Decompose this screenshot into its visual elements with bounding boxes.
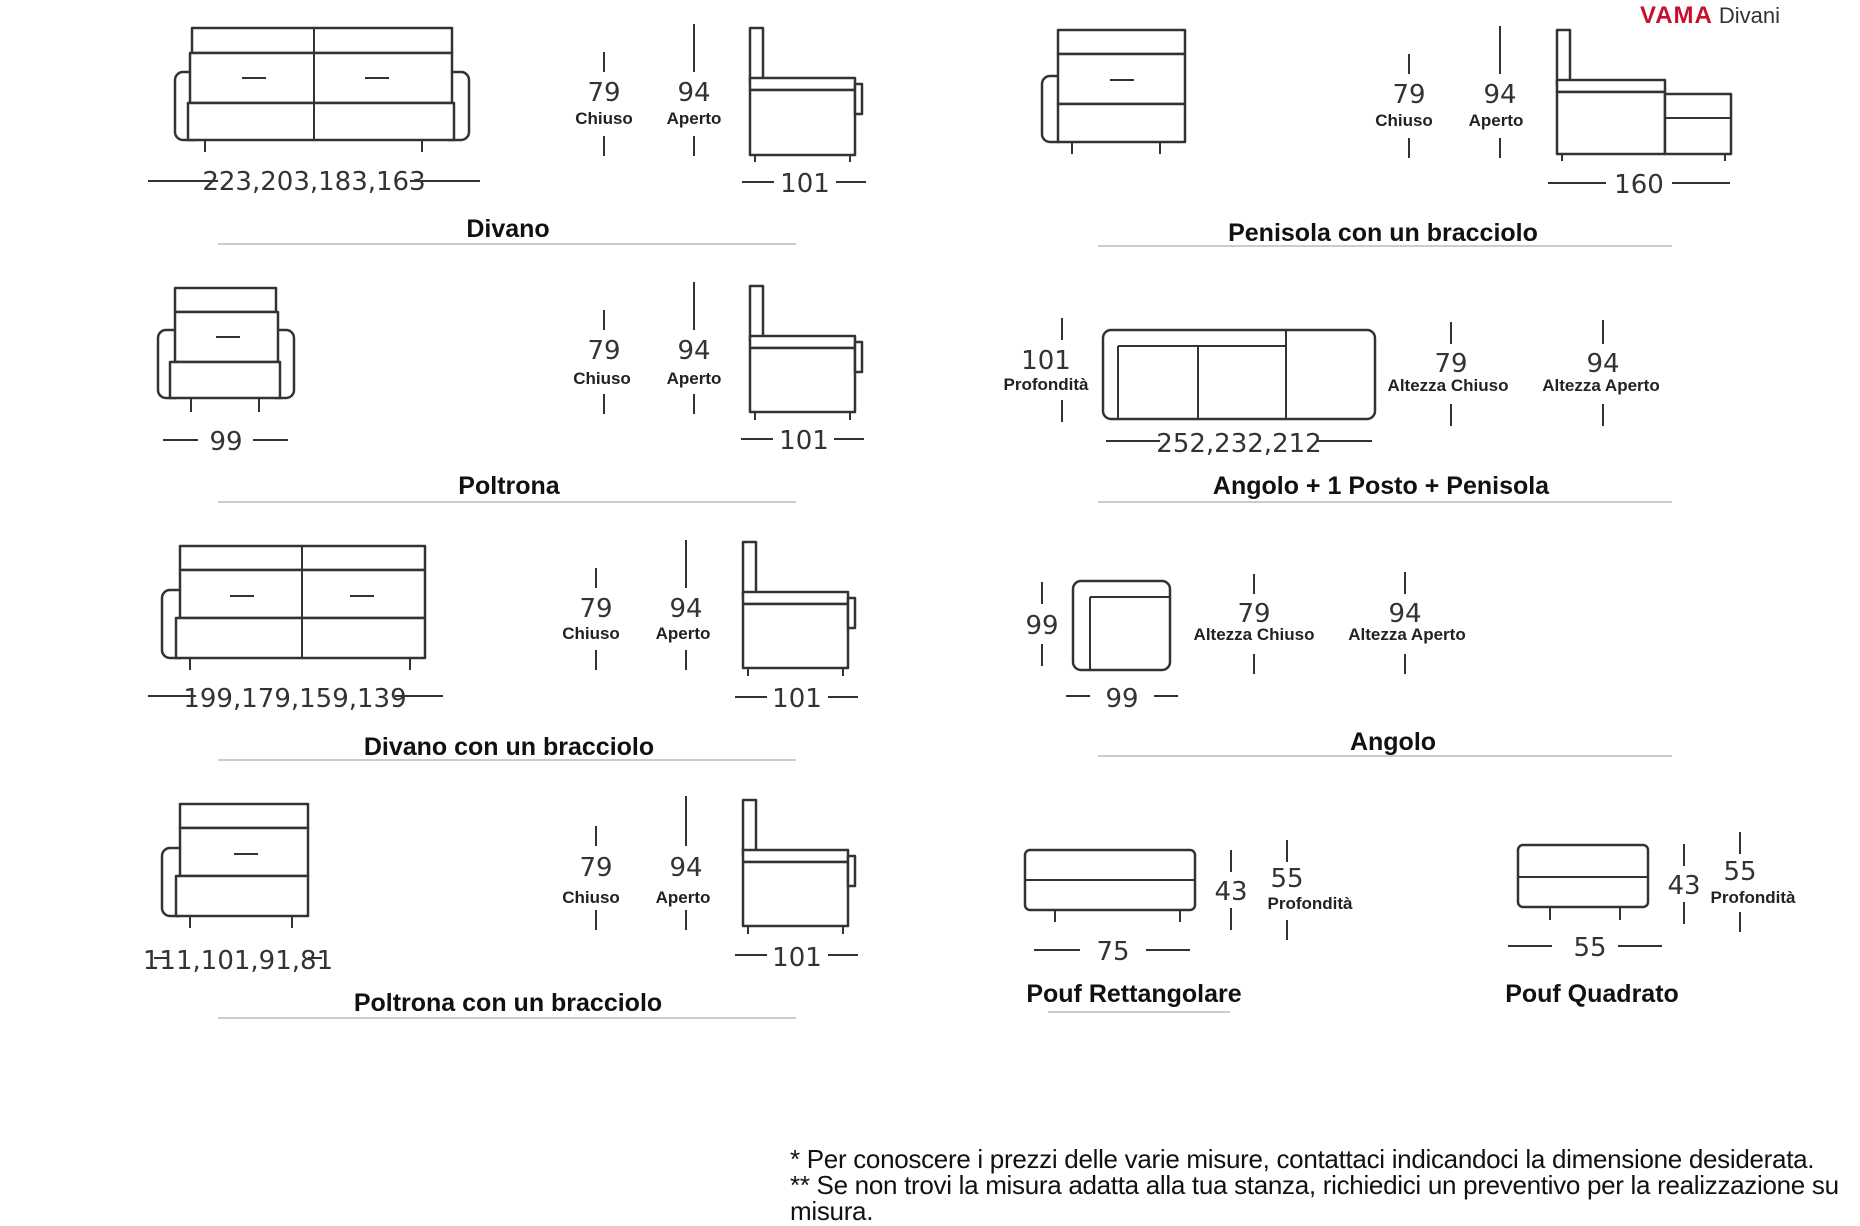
angolo-closed-label: Altezza Chiuso (1194, 625, 1315, 644)
pouf-quad-depth-label: Profondità (1711, 888, 1797, 907)
poltrona-bracciolo-open-label: Aperto (656, 888, 711, 907)
app-depth: 101 (1021, 346, 1071, 376)
item-poltrona: 99 79 Chiuso 94 Aperto 101 Poltrona (156, 282, 864, 503)
app-h-open: 94 (1586, 349, 1619, 379)
penisola-closed-label: Chiuso (1375, 111, 1433, 130)
divano-bracciolo-h-closed: 79 (579, 594, 612, 624)
item-angolo: 99 99 79 Altezza Chiuso 94 Altezza Apert… (1025, 572, 1672, 757)
penisola-open-label: Aperto (1469, 111, 1524, 130)
divano-closed-label: Chiuso (575, 109, 633, 128)
poltrona-side-view (748, 284, 864, 420)
brand-suffix: Divani (1718, 3, 1781, 28)
app-closed-label: Altezza Chiuso (1388, 376, 1509, 395)
pouf-quad-front-view (1516, 843, 1650, 920)
angolo-depth: 99 (1025, 611, 1058, 641)
item-angolo-posto-penisola: 101 Profondità 252,232,212 79 Altezza Ch… (1004, 318, 1672, 503)
divano-bracciolo-closed-label: Chiuso (562, 624, 620, 643)
app-open-label: Altezza Aperto (1542, 376, 1659, 395)
penisola-width: 160 (1614, 170, 1664, 200)
angolo-top-view (1071, 579, 1172, 672)
poltrona-closed-label: Chiuso (573, 369, 631, 388)
poltrona-bracciolo-title: Poltrona con un bracciolo (354, 989, 662, 1017)
poltrona-bracciolo-front-view (160, 802, 310, 928)
poltrona-h-closed: 79 (587, 336, 620, 366)
penisola-side-view (1555, 28, 1733, 161)
divano-width: 223,203,183,163 (202, 167, 425, 197)
penisola-h-open: 94 (1483, 80, 1516, 110)
poltrona-depth: 101 (779, 426, 829, 456)
footnote-custom: ** Se non trovi la misura adatta alla tu… (790, 1170, 1839, 1226)
item-pouf-rettangolare: 75 43 55 Profondità Pouf Rettangolare (1023, 840, 1354, 1013)
poltrona-bracciolo-width: 111,101,91,81 (143, 946, 333, 976)
app-width: 252,232,212 (1156, 429, 1321, 459)
divano-side-view (748, 26, 864, 162)
divano-bracciolo-h-open: 94 (669, 594, 702, 624)
angolo-title: Angolo (1350, 728, 1436, 756)
app-depth-label: Profondità (1004, 375, 1090, 394)
app-top-view (1101, 328, 1377, 421)
divano-bracciolo-open-label: Aperto (656, 624, 711, 643)
poltrona-bracciolo-depth: 101 (772, 943, 822, 973)
poltrona-h-open: 94 (677, 336, 710, 366)
poltrona-bracciolo-side-view (741, 798, 857, 934)
pouf-rett-title: Pouf Rettangolare (1026, 980, 1241, 1008)
item-penisola: 79 Chiuso 94 Aperto 160 Penisola con un … (1040, 26, 1733, 247)
item-poltrona-bracciolo: 111,101,91,81 79 Chiuso 94 Aperto 101 Po… (143, 796, 858, 1019)
item-divano-bracciolo: 199,179,159,139 79 Chiuso 94 Aperto 101 … (148, 540, 858, 761)
pouf-quad-title: Pouf Quadrato (1505, 980, 1679, 1008)
divano-bracciolo-front-view (160, 544, 427, 670)
pouf-quad-height: 43 (1667, 871, 1700, 901)
pouf-rett-depth-label: Profondità (1268, 894, 1354, 913)
poltrona-bracciolo-h-closed: 79 (579, 853, 612, 883)
pouf-rett-depth: 55 (1270, 864, 1303, 894)
poltrona-front-view (156, 286, 296, 412)
pouf-rett-height: 43 (1214, 877, 1247, 907)
angolo-open-label: Altezza Aperto (1348, 625, 1465, 644)
angolo-width: 99 (1105, 684, 1138, 714)
item-divano: 223,203,183,163 79 Chiuso 94 Aperto 101 … (148, 24, 866, 245)
divano-bracciolo-depth: 101 (772, 684, 822, 714)
app-h-closed: 79 (1434, 349, 1467, 379)
pouf-rett-front-view (1023, 848, 1197, 922)
penisola-title: Penisola con un bracciolo (1228, 219, 1538, 247)
angolo-h-closed: 79 (1237, 599, 1270, 629)
pouf-quad-width: 55 (1573, 933, 1606, 963)
poltrona-title: Poltrona (458, 472, 560, 500)
poltrona-width: 99 (209, 427, 242, 457)
pouf-quad-depth: 55 (1723, 857, 1756, 887)
divano-bracciolo-width: 199,179,159,139 (183, 684, 406, 714)
penisola-h-closed: 79 (1392, 80, 1425, 110)
divano-bracciolo-side-view (741, 540, 857, 676)
pouf-rett-width: 75 (1096, 937, 1129, 967)
dimensions-diagram: 223,203,183,163 79 Chiuso 94 Aperto 101 … (143, 24, 1796, 1019)
divano-title: Divano (466, 215, 549, 243)
divano-bracciolo-title: Divano con un bracciolo (364, 733, 654, 761)
poltrona-bracciolo-h-open: 94 (669, 853, 702, 883)
angolo-h-open: 94 (1388, 599, 1421, 629)
divano-open-label: Aperto (667, 109, 722, 128)
divano-front-view (173, 26, 471, 152)
divano-h-closed: 79 (587, 78, 620, 108)
poltrona-open-label: Aperto (667, 369, 722, 388)
divano-h-open: 94 (677, 78, 710, 108)
item-pouf-quadrato: 55 43 55 Profondità Pouf Quadrato (1505, 832, 1796, 1008)
app-title: Angolo + 1 Posto + Penisola (1213, 472, 1550, 500)
brand-name: VAMA (1640, 2, 1713, 29)
footnotes: * Per conoscere i prezzi delle varie mis… (790, 1146, 1860, 1224)
divano-depth: 101 (780, 169, 830, 199)
footnote-prices: * Per conoscere i prezzi delle varie mis… (790, 1144, 1815, 1174)
penisola-front-view (1040, 28, 1187, 154)
poltrona-bracciolo-closed-label: Chiuso (562, 888, 620, 907)
